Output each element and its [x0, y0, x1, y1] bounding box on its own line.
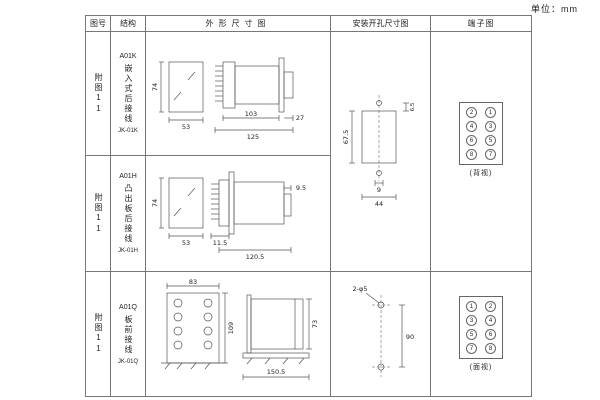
header-structure: 结构: [111, 16, 146, 32]
terminal-circle: 4: [485, 315, 496, 326]
structure-cell-a01h: A01H 凸出板后接线 JK-01H: [111, 156, 146, 272]
model-label: A01H: [119, 173, 137, 180]
dim-label: 11.5: [212, 239, 226, 247]
dim-label: 125: [246, 133, 258, 141]
terminal-circle: 2: [485, 301, 496, 312]
mounting-cell-a01q: 2-φ5 90: [331, 272, 431, 396]
outline-cell-a01k: 74 53 103 27 125: [146, 32, 331, 156]
outline-drawing-a01h: 74 53 9.5 11.5 120.5: [151, 171, 306, 261]
dim-label: 9.5: [295, 184, 305, 192]
dim-label: 2-φ5: [352, 285, 367, 293]
dim-label: 120.5: [245, 253, 264, 261]
dim-label: 6.5: [410, 102, 416, 111]
figure-cell-a01h: 附图11: [86, 156, 111, 272]
dim-label: 9: [376, 186, 380, 194]
structure-cell-a01k: A01K 嵌入式后接线 JK-01K: [111, 32, 146, 156]
outline-cell-a01h: 74 53 9.5 11.5 120.5: [146, 156, 331, 272]
terminal-circle: 6: [466, 135, 477, 146]
outline-cell-a01q: 83 109 73 150.5: [146, 272, 331, 396]
figure-label: 附图11: [94, 192, 103, 235]
terminal-circle: 8: [485, 343, 496, 354]
model-label: A01K: [119, 53, 137, 60]
dim-label: 53: [181, 123, 189, 131]
dim-label: 109: [227, 322, 235, 334]
header-outline: 外形尺寸图: [146, 16, 331, 32]
dim-label: 73: [311, 320, 319, 328]
dim-label: 90: [405, 333, 413, 341]
figure-label: 附图11: [94, 313, 103, 355]
mounting-drawing-a01q: 2-φ5 90: [352, 285, 414, 377]
view-label: (面视): [469, 364, 493, 371]
model-code: JK-01H: [117, 248, 138, 254]
dim-label: 44: [374, 200, 382, 207]
outline-drawing-a01q: 83 109 73 150.5: [160, 278, 319, 380]
terminal-circle: 7: [466, 343, 477, 354]
dimension-table: 图号 结构 外形尺寸图 安装开孔尺寸图 端子图 附图11 A01K 嵌入式后接线…: [85, 15, 532, 397]
terminal-circle: 3: [485, 121, 496, 132]
structure-desc: 板前接线: [124, 314, 133, 355]
figure-cell-a01q: 附图11: [86, 272, 111, 396]
terminal-circle: 6: [485, 329, 496, 340]
dim-label: 67.5: [342, 130, 350, 144]
mounting-drawing-a01k-a01h: 67.5 6.5 9 44: [342, 95, 416, 207]
dim-label: 53: [181, 239, 189, 247]
header-mounting: 安装开孔尺寸图: [331, 16, 431, 32]
terminal-diagram-front: 1 2 3 4 5 6 7 8 (面视): [459, 296, 503, 372]
unit-label: 单位：mm: [531, 4, 578, 14]
terminal-circle: 7: [485, 149, 496, 160]
model-code: JK-01K: [118, 128, 138, 134]
figure-label: 附图11: [94, 72, 103, 115]
mounting-cell-a01k-a01h: 67.5 6.5 9 44: [331, 32, 431, 272]
outline-drawing-a01k: 74 53 103 27 125: [151, 57, 304, 141]
model-code: JK-01Q: [117, 358, 139, 365]
terminal-circle: 8: [466, 149, 477, 160]
dim-label: 103: [244, 110, 256, 118]
terminal-circle: 2: [466, 107, 477, 118]
header-terminal: 端子图: [431, 16, 531, 32]
dim-label: 74: [151, 198, 159, 206]
terminal-circle: 1: [485, 107, 496, 118]
dim-label: 74: [151, 82, 159, 90]
model-label: A01Q: [119, 303, 137, 311]
dim-label: 27: [295, 114, 303, 122]
structure-desc: 嵌入式后接线: [124, 64, 133, 124]
terminal-cell-a01k-a01h: 2 1 4 3 6 5 8 7 (背视): [431, 32, 531, 272]
figure-cell-a01k: 附图11: [86, 32, 111, 156]
terminal-circle: 5: [485, 135, 496, 146]
terminal-circle: 4: [466, 121, 477, 132]
terminal-circle: 3: [466, 315, 477, 326]
dim-label: 83: [188, 278, 196, 286]
terminal-circle: 5: [466, 329, 477, 340]
terminal-block: 1 2 3 4 5 6 7 8: [459, 296, 503, 359]
view-label: (背视): [469, 170, 493, 177]
terminal-diagram-rear: 2 1 4 3 6 5 8 7 (背视): [459, 102, 503, 178]
terminal-circle: 1: [466, 301, 477, 312]
structure-cell-a01q: A01Q 板前接线 JK-01Q: [111, 272, 146, 396]
structure-desc: 凸出板后接线: [124, 184, 133, 244]
terminal-cell-a01q: 1 2 3 4 5 6 7 8 (面视): [431, 272, 531, 396]
header-figure: 图号: [86, 16, 111, 32]
dim-label: 150.5: [266, 368, 285, 376]
terminal-block: 2 1 4 3 6 5 8 7: [459, 102, 503, 165]
